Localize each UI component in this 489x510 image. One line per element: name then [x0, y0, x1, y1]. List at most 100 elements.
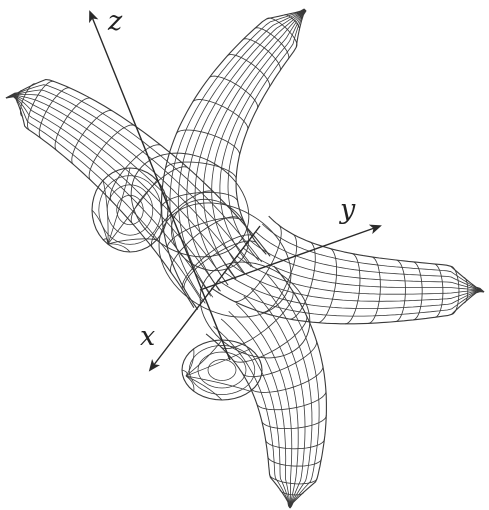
arm-left-section: [169, 216, 240, 274]
arm-top-right-section: [164, 161, 237, 180]
arm-left-section: [20, 83, 36, 117]
arm-left-meridian: [5, 96, 195, 308]
arm-top-right-section: [242, 38, 281, 72]
arm-right-meridian: [223, 271, 485, 309]
arm-left-meridian: [5, 84, 263, 263]
arm-right-section: [233, 224, 282, 303]
arm-left-meridian: [5, 94, 246, 274]
y-axis-label: y: [339, 194, 356, 225]
arm-right-section: [289, 241, 316, 320]
arm-top-right-meridian: [186, 9, 306, 292]
arm-bottom-section: [265, 439, 325, 450]
wireframe-surface: [5, 8, 485, 509]
arm-left-section: [54, 97, 92, 152]
arm-right-meridian: [242, 247, 485, 293]
arm-left-meridian: [5, 95, 220, 291]
arm-left-section: [71, 110, 113, 165]
z-axis-label: z: [107, 6, 123, 37]
arm-bottom-section: [249, 365, 324, 393]
core-ring: [170, 198, 250, 272]
arm-top-right-section: [254, 27, 290, 60]
arm-right-section: [412, 261, 423, 321]
arm-left-meridian: [5, 89, 254, 268]
lobe-bottom-left-meridian: [185, 348, 251, 377]
arm-right-section: [395, 259, 406, 323]
arm-bottom-section: [231, 314, 308, 363]
arm-right-meridian: [268, 215, 485, 293]
arm-right-section: [260, 233, 298, 313]
arm-left-meridian: [5, 78, 271, 257]
x-axis: [148, 225, 261, 372]
arm-right-section: [317, 247, 338, 324]
arm-top-right-meridian: [194, 9, 306, 286]
arm-left-section: [27, 80, 55, 131]
arm-right-section: [450, 265, 460, 315]
arm-top-right-section: [227, 54, 271, 88]
arm-bottom-meridian: [243, 295, 299, 509]
arm-bottom-section: [267, 456, 322, 467]
arm-bottom-section: [279, 489, 305, 496]
core-ring: [199, 261, 311, 359]
arm-bottom-meridian: [266, 273, 320, 509]
arm-bottom-section: [269, 473, 318, 485]
arm-top-right-section: [175, 129, 241, 156]
arm-bottom-meridian: [235, 303, 293, 509]
arm-bottom-meridian: [258, 280, 313, 509]
lobe-left-meridian: [107, 243, 131, 253]
arm-left-section: [16, 90, 22, 104]
arm-right-section: [344, 252, 361, 325]
arm-top-right-meridian: [227, 9, 307, 261]
x-axis-label: x: [140, 321, 155, 352]
lobe-left-latitude: [116, 194, 144, 226]
lobe-bottom-left-latitude: [197, 351, 247, 389]
arm-right-meridian: [236, 255, 485, 295]
arm-top-right-section: [284, 14, 301, 31]
arm-top-right-meridian: [160, 8, 306, 310]
arm-right-section: [433, 263, 444, 318]
arm-left-meridian: [5, 94, 237, 280]
arm-top-right-section: [208, 75, 259, 109]
arm-left-meridian: [5, 95, 203, 303]
arm-top-right-meridian: [211, 9, 306, 274]
arm-top-right-section: [294, 11, 303, 21]
y-axis: [199, 224, 382, 291]
arm-bottom-meridian: [273, 265, 327, 509]
arm-top-right-meridian: [235, 9, 307, 255]
arm-right-section: [463, 276, 469, 304]
arm-top-right-section: [266, 17, 298, 48]
arm-top-right-meridian: [219, 9, 306, 267]
lobe-left-meridian: [107, 238, 157, 245]
lobe-bottom-left-meridian: [185, 375, 195, 392]
arm-top-right-section: [192, 99, 249, 131]
arm-left-section: [181, 234, 256, 291]
lobe-left-latitude: [106, 184, 154, 236]
lobe-left-latitude: [98, 175, 162, 245]
arm-bottom-section: [220, 290, 294, 350]
arm-bottom-meridian: [220, 318, 291, 509]
arm-left-section: [88, 124, 136, 181]
arm-right-section: [367, 256, 381, 324]
arm-bottom-meridian: [228, 311, 291, 509]
lobe-bottom-left-meridian: [185, 348, 195, 377]
arm-bottom-section: [241, 340, 318, 378]
arm-top-right-meridian: [177, 9, 306, 298]
arm-left-section: [109, 144, 162, 202]
arm-right-meridian: [262, 223, 485, 293]
arm-bottom-section: [256, 390, 327, 411]
lobe-left-meridian: [107, 167, 131, 245]
arm-bottom-meridian: [251, 288, 306, 509]
z-axis: [89, 10, 231, 361]
arm-right-meridian: [255, 231, 485, 293]
lobe-bottom-left-latitude: [188, 345, 256, 395]
arm-left-meridian: [5, 94, 229, 286]
coordinate-axes: z y x: [89, 6, 382, 372]
lobe-bottom-left-meridian: [185, 375, 223, 401]
core-ring: [130, 152, 250, 258]
arm-left-section: [38, 87, 71, 139]
lobe-bottom-left-latitude: [207, 359, 237, 381]
arm-top-right-meridian: [203, 9, 306, 280]
lobe-bottom-left-meridian: [185, 375, 251, 392]
arm-left-section: [130, 166, 189, 225]
arm-bottom-section: [261, 415, 327, 430]
